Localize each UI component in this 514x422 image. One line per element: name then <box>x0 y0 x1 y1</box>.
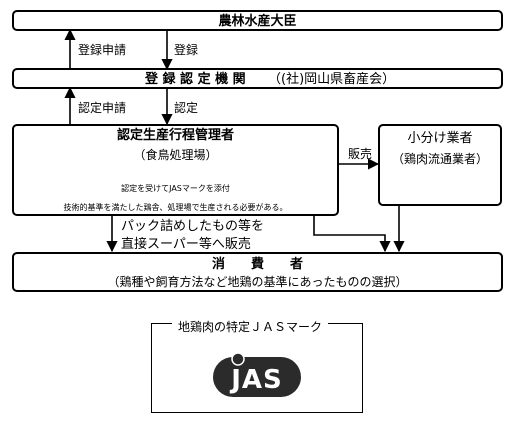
label-certification: 認定 <box>174 101 199 115</box>
retailer-box: 小分け業者 （鶏肉流通業者） <box>378 124 502 206</box>
label-certification-application: 認定申請 <box>78 101 127 115</box>
producer-note-standards: 技術的基準を満たした鶏舎、処理場で生産される必要がある。 <box>63 203 288 212</box>
label-sales: 販売 <box>348 147 373 161</box>
label-direct-sales-line1: パック詰めしたもの等を <box>121 219 265 234</box>
jas-mark-caption: 地鶏肉の特定ＪＡＳマーク <box>172 318 329 335</box>
producer-title: 認定生産行程管理者 <box>116 128 234 143</box>
ministry-box: 農林水産大臣 <box>12 10 503 31</box>
consumer-box: 消 費 者 （鶏種や飼育方法など地鶏の基準にあったものの選択） <box>12 252 503 292</box>
jas-logo-text: JAS <box>229 365 283 395</box>
certification-body-title: 登 録 認 定 機 関 <box>145 72 246 87</box>
certification-body-subtitle: （(社)岡山県畜産会） <box>268 72 396 87</box>
jas-logo-icon: JAS <box>213 352 301 397</box>
producer-box: 認定生産行程管理者 （食鳥処理場） 認定を受けてJASマークを添付 技術的基準を… <box>12 124 339 216</box>
certification-body-box: 登 録 認 定 機 関 （(社)岡山県畜産会） <box>12 68 503 89</box>
retailer-title: 小分け業者 <box>407 131 473 146</box>
label-direct-sales-line2: 直接スーパー等へ販売 <box>121 237 251 252</box>
producer-note-jas: 認定を受けてJASマークを添付 <box>121 184 230 193</box>
producer-subtitle: （食鳥処理場） <box>133 148 218 162</box>
retailer-subtitle: （鶏肉流通業者） <box>391 152 488 166</box>
arrow-direct-sales <box>313 215 391 253</box>
ministry-title: 農林水産大臣 <box>218 14 297 29</box>
label-registration-application: 登録申請 <box>78 43 127 57</box>
consumer-subtitle: （鶏種や飼育方法など地鶏の基準にあったものの選択） <box>107 275 408 289</box>
label-registration: 登録 <box>174 43 199 57</box>
consumer-title: 消 費 者 <box>211 257 303 272</box>
